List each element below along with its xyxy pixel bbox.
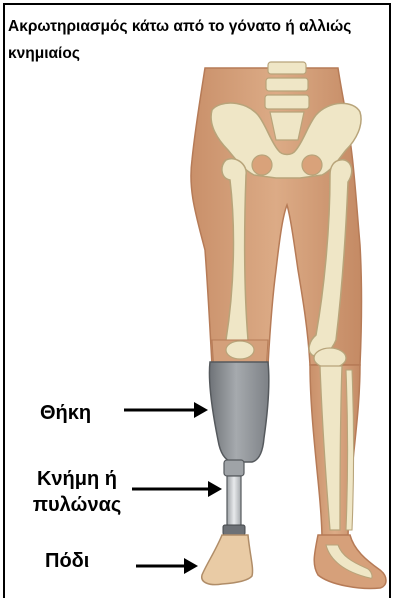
prosthetic-foot [202,535,253,585]
foot-label: Πόδι [45,548,89,574]
arrows [124,402,222,574]
pylon-label: Κνήμη ή πυλώνας [18,466,136,518]
socket-label: Θήκη [40,400,91,426]
prosthetic-pylon [227,476,241,528]
prosthetic-socket [209,362,268,462]
right-fibula [346,370,354,530]
